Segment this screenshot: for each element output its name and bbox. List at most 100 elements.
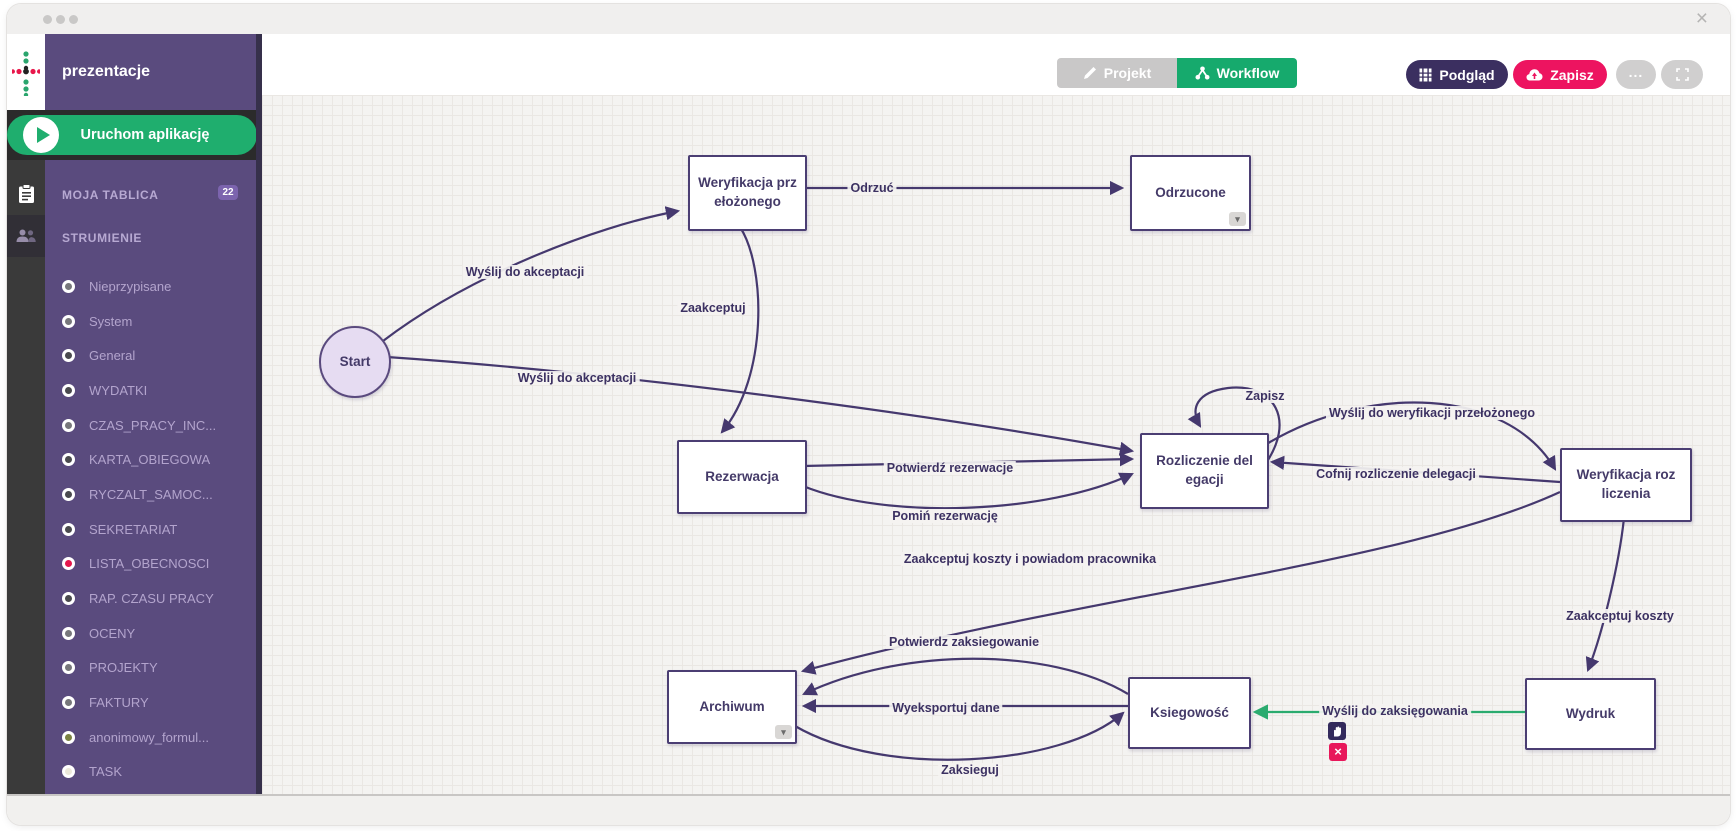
board-count-badge: 22 [218,185,238,200]
fullscreen-icon [1675,68,1689,81]
edge-label-zaakceptuj-koszty-powiadom[interactable]: Zaakceptuj koszty i powiadom pracownika [900,552,1160,566]
streams-header: STRUMIENIE [62,231,143,245]
podglad-button[interactable]: Podgląd [1406,60,1508,89]
sidebar-icon-rail [7,160,45,794]
stream-label: RAP. CZASU PRACY [89,590,214,606]
projekt-label: Projekt [1103,65,1152,81]
edge-label-zaksieguj[interactable]: Zaksieguj [938,763,1002,777]
edge-label-wyslij-do-weryfikacji[interactable]: Wyślij do weryfikacji przełożonego [1325,406,1539,420]
edge-label-wyslij-do-akceptacji-1[interactable]: Wyślij do akceptacji [462,265,588,279]
stream-dot [62,764,75,778]
stream-dot [62,522,75,536]
node-label: Ksiegowość [1150,704,1229,720]
sidebar-item-nieprzypisane[interactable]: Nieprzypisane [45,277,256,295]
board-rail-item[interactable] [7,173,45,215]
app-window: × prezentacje [7,4,1730,825]
sidebar-item-czas-pracy[interactable]: CZAS_PRACY_INC... [45,416,256,434]
edge-label-zapisz[interactable]: Zapisz [1242,389,1288,403]
window-dot-1[interactable] [43,15,52,24]
node-label: Wydruk [1565,705,1616,721]
node-wydruk[interactable]: Wydruk [1525,678,1656,750]
edge-label-wyslij-do-akceptacji-2[interactable]: Wyślij do akceptacji [514,371,640,385]
streams-rail-item[interactable] [7,215,45,257]
stream-label: CZAS_PRACY_INC... [89,417,217,433]
zapisz-button[interactable]: Zapisz [1513,60,1607,89]
node-expand-badge-icon[interactable]: ▾ [775,725,792,739]
edge-label-cofnij-rozliczenie[interactable]: Cofnij rozliczenie delegacji [1313,467,1479,481]
stream-dot [62,660,75,674]
node-odrzucone[interactable]: Odrzucone ▾ [1130,155,1251,231]
sidebar-item-rap-czasu-pracy[interactable]: RAP. CZASU PRACY [45,589,256,607]
clipboard-icon [18,184,34,203]
sidebar-item-moja-tablica[interactable]: MOJA TABLICA 22 [45,185,256,204]
sidebar-item-task[interactable]: TASK [45,762,256,780]
stream-label: System [89,313,133,329]
edge-label-potwierdz-rezerwacje[interactable]: Potwierdź rezerwacje [883,461,1017,475]
podglad-label: Podgląd [1439,66,1495,83]
stream-label: TASK [89,763,122,779]
stream-dot [62,383,75,397]
window-dot-3[interactable] [69,15,78,24]
node-ksiegowosc[interactable]: Ksiegowość [1128,677,1251,749]
sidebar-item-ryczalt[interactable]: RYCZALT_SAMOC... [45,485,256,503]
node-expand-badge-icon[interactable]: ▾ [1229,212,1246,226]
run-row: Uruchom aplikację [7,110,262,160]
node-weryfikacja-przelozonego[interactable]: Weryfikacja prz ełożonego [688,155,807,231]
sidebar: prezentacje Uruchom aplikację [7,34,262,794]
sidebar-item-lista-obecnosci[interactable]: LISTA_OBECNOSCI [45,554,256,572]
stream-dot [62,695,75,709]
sidebar-item-oceny[interactable]: OCENY [45,624,256,642]
edge-label-zaakceptuj[interactable]: Zaakceptuj [677,301,749,315]
sidebar-item-general[interactable]: General [45,346,256,364]
edge-label-wyeksportuj-dane[interactable]: Wyeksportuj dane [889,701,1003,715]
run-app-button[interactable]: Uruchom aplikację [7,115,257,155]
stream-dot [62,348,75,362]
projekt-tab[interactable]: Projekt [1057,58,1177,88]
node-start[interactable]: Start [319,326,391,398]
window-dot-2[interactable] [56,15,65,24]
stream-dot [62,730,75,744]
hand-cursor-icon [1328,722,1346,740]
workflow-canvas[interactable]: Start Weryfikacja prz ełożonego Odrzucon… [262,95,1730,794]
plus-dots-logo-icon [12,51,40,96]
film-icon [1419,68,1432,81]
sidebar-item-sekretariat[interactable]: SEKRETARIAT [45,520,256,538]
stream-label: FAKTURY [89,694,149,710]
more-label: ... [1628,63,1644,80]
edge-label-pomin-rezerwacje[interactable]: Pomiń rezerwację [889,509,1001,523]
sidebar-item-projekty[interactable]: PROJEKTY [45,658,256,676]
top-toolbar: Projekt Workflow Podgląd [262,34,1730,95]
stream-dot [62,279,75,293]
stream-dot [62,314,75,328]
fullscreen-button[interactable] [1661,60,1703,89]
workflow-icon [1195,66,1210,80]
workflow-tab[interactable]: Workflow [1177,58,1297,88]
sidebar-section-strumienie: STRUMIENIE [45,229,256,247]
stream-dot [62,452,75,466]
node-label: Archiwum [699,698,765,714]
sidebar-item-system[interactable]: System [45,312,256,330]
edge-label-wyslij-do-zaksiegowania[interactable]: Wyślij do zaksięgowania [1319,704,1471,718]
node-weryfikacja-rozliczenia[interactable]: Weryfikacja roz liczenia [1560,448,1692,522]
zapisz-label: Zapisz [1550,66,1594,83]
node-archiwum[interactable]: Archiwum ▾ [667,670,797,744]
close-icon[interactable]: × [1695,7,1708,30]
more-button[interactable]: ... [1616,60,1656,89]
stream-label: RYCZALT_SAMOC... [89,486,213,502]
delete-edge-icon[interactable]: × [1329,743,1347,761]
window-titlebar[interactable]: × [7,4,1730,35]
edge-label-zaakceptuj-koszty[interactable]: Zaakceptuj koszty [1563,609,1677,623]
app-logo[interactable] [7,34,45,110]
sidebar-item-anonimowy-formularz[interactable]: anonimowy_formul... [45,728,256,746]
sidebar-item-karta-obiegowa[interactable]: KARTA_OBIEGOWA [45,450,256,468]
sidebar-item-wydatki[interactable]: WYDATKI [45,381,256,399]
edge-label-potwierdz-zaksiegowanie[interactable]: Potwierdz zaksiegowanie [885,635,1043,649]
cloud-upload-icon [1526,69,1543,81]
node-rozliczenie-delegacji[interactable]: Rozliczenie del egacji [1140,433,1269,509]
people-icon [16,229,36,242]
sidebar-item-faktury[interactable]: FAKTURY [45,693,256,711]
node-rezerwacja[interactable]: Rezerwacja [677,440,807,514]
edge-label-odrzuc[interactable]: Odrzuć [847,181,897,195]
sidebar-header: prezentacje [7,34,262,110]
sidebar-scrollbar[interactable] [256,34,262,794]
